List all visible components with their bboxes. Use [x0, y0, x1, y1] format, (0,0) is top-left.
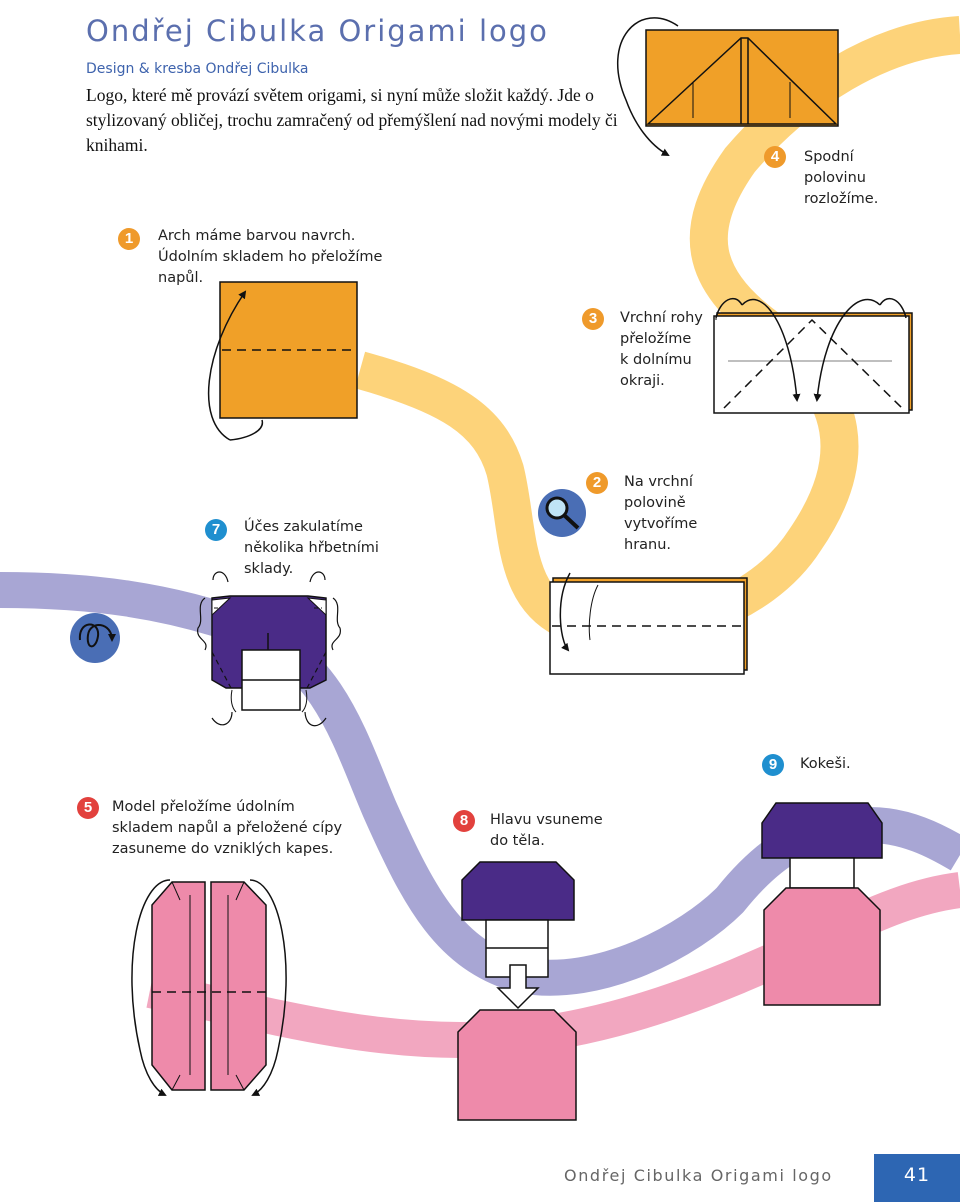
step-number-7: 7 — [205, 519, 227, 541]
step-number-5: 5 — [77, 797, 99, 819]
step-number-2: 2 — [586, 472, 608, 494]
step-text-9: Kokeši. — [800, 756, 851, 772]
step-number-4: 4 — [764, 146, 786, 168]
step-number-3: 3 — [582, 308, 604, 330]
step4-diagram — [616, 17, 839, 156]
step-number-1: 1 — [118, 228, 140, 250]
step9-diagram — [761, 802, 883, 1006]
step2-diagram — [538, 489, 748, 675]
step-number-8: 8 — [453, 810, 475, 832]
turn-over-icon — [70, 613, 120, 663]
intro-paragraph: Logo, které mě provází světem origami, s… — [86, 85, 618, 155]
step-text-1: Arch máme barvou navrch. Údolním skladem… — [158, 228, 383, 286]
step-text-2: Na vrchní polovině vytvoříme hranu. — [624, 474, 698, 553]
step-text-5: Model přeložíme údolním skladem napůl a … — [112, 799, 343, 857]
step7-diagram — [70, 571, 341, 727]
step-text-3: Vrchní rohy přeložíme k dolnímu okraji. — [620, 310, 703, 389]
step8-diagram — [457, 861, 577, 1121]
author-credit: Design & kresba Ondřej Cibulka — [86, 61, 309, 77]
fold-arrow — [207, 290, 247, 441]
step5-diagram — [131, 879, 287, 1096]
page-number-box: 41 — [874, 1154, 960, 1202]
step3-diagram — [713, 297, 913, 414]
page-title: Ondřej Cibulka Origami logo — [86, 14, 549, 48]
page-number: 41 — [903, 1164, 931, 1186]
footer-title: Ondřej Cibulka Origami logo — [564, 1166, 833, 1185]
step-text-7: Účes zakulatíme několika hřbetními sklad… — [244, 519, 379, 577]
step-text-4: Spodní polovinu rozložíme. — [804, 149, 879, 207]
step-number-9: 9 — [762, 754, 784, 776]
step1-diagram — [207, 281, 358, 441]
yellow-ribbon — [354, 16, 960, 648]
step-text-8: Hlavu vsuneme do těla. — [490, 812, 603, 849]
